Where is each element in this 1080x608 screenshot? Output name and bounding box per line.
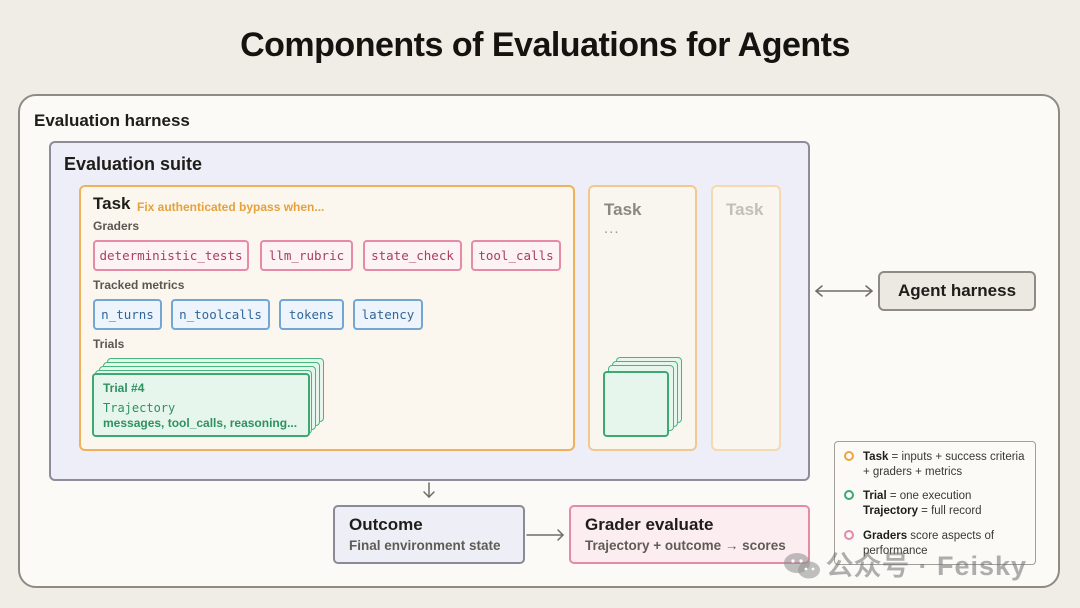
metric-chip-n-toolcalls: n_toolcalls <box>171 299 270 330</box>
task2-trial-card-front <box>603 371 669 437</box>
trials-label: Trials <box>93 337 125 351</box>
task-title: Task <box>93 194 131 213</box>
task3-title: Task <box>726 200 764 219</box>
grader-evaluate-box: Grader evaluate Trajectory + outcome → s… <box>569 505 810 564</box>
graders-label: Graders <box>93 219 140 233</box>
legend-desc-task: = inputs + success criteria + graders + … <box>863 451 1025 478</box>
legend-dot-task <box>844 451 854 461</box>
legend-term-graders: Graders <box>863 530 908 542</box>
task2-title: Task <box>604 200 642 219</box>
legend-item-task: Task = inputs + success criteria + grade… <box>863 450 1033 479</box>
grader-chip-deterministic-tests: deterministic_tests <box>93 240 249 271</box>
legend-term-trajectory: Trajectory <box>863 504 918 517</box>
legend-term-task: Task <box>863 451 889 463</box>
evaluation-suite-label: Evaluation suite <box>64 154 203 174</box>
task-subtitle: Fix authenticated bypass when... <box>137 200 325 214</box>
evaluation-harness-label: Evaluation harness <box>34 111 190 130</box>
legend-desc-trajectory: = full record <box>917 504 982 517</box>
watermark-text: 公众号 · Feisky <box>826 551 1028 581</box>
task-card-tertiary <box>711 185 781 451</box>
metric-chip-latency: latency <box>353 299 423 330</box>
tracked-metrics-label: Tracked metrics <box>93 278 185 292</box>
task2-ellipsis: ... <box>604 220 620 237</box>
wechat-logo-icon <box>784 553 820 579</box>
outcome-box: Outcome Final environment state <box>333 505 525 564</box>
trial-card-front <box>92 373 310 437</box>
legend-desc-trial: = one execution <box>886 490 972 502</box>
legend-term-trial: Trial <box>863 490 887 502</box>
grader-chip-llm-rubric: llm_rubric <box>260 240 353 271</box>
grader-title: Grader evaluate <box>585 515 714 534</box>
trial-trajectory-detail: messages, tool_calls, reasoning... <box>103 416 298 430</box>
grader-chip-tool-calls: tool_calls <box>471 240 561 271</box>
grader-chip-state-check: state_check <box>363 240 462 271</box>
legend-item-graders: Graders score aspects of performance <box>863 529 1033 558</box>
grader-subtitle: Trajectory + outcome → scores <box>585 538 786 553</box>
page-title: Components of Evaluations for Agents <box>240 26 850 64</box>
outcome-title: Outcome <box>349 515 423 534</box>
legend-dot-trial <box>844 490 854 500</box>
trial-name: Trial #4 <box>103 381 145 395</box>
trial-trajectory-label: Trajectory <box>103 401 176 415</box>
metric-chip-tokens: tokens <box>279 299 344 330</box>
outcome-subtitle: Final environment state <box>349 538 501 553</box>
agent-harness-box: Agent harness <box>878 271 1036 311</box>
legend-box: Task = inputs + success criteria + grade… <box>834 441 1036 565</box>
legend-dot-graders <box>844 530 854 540</box>
legend-desc-graders: score aspects of performance <box>863 530 995 557</box>
metric-chip-n-turns: n_turns <box>93 299 162 330</box>
